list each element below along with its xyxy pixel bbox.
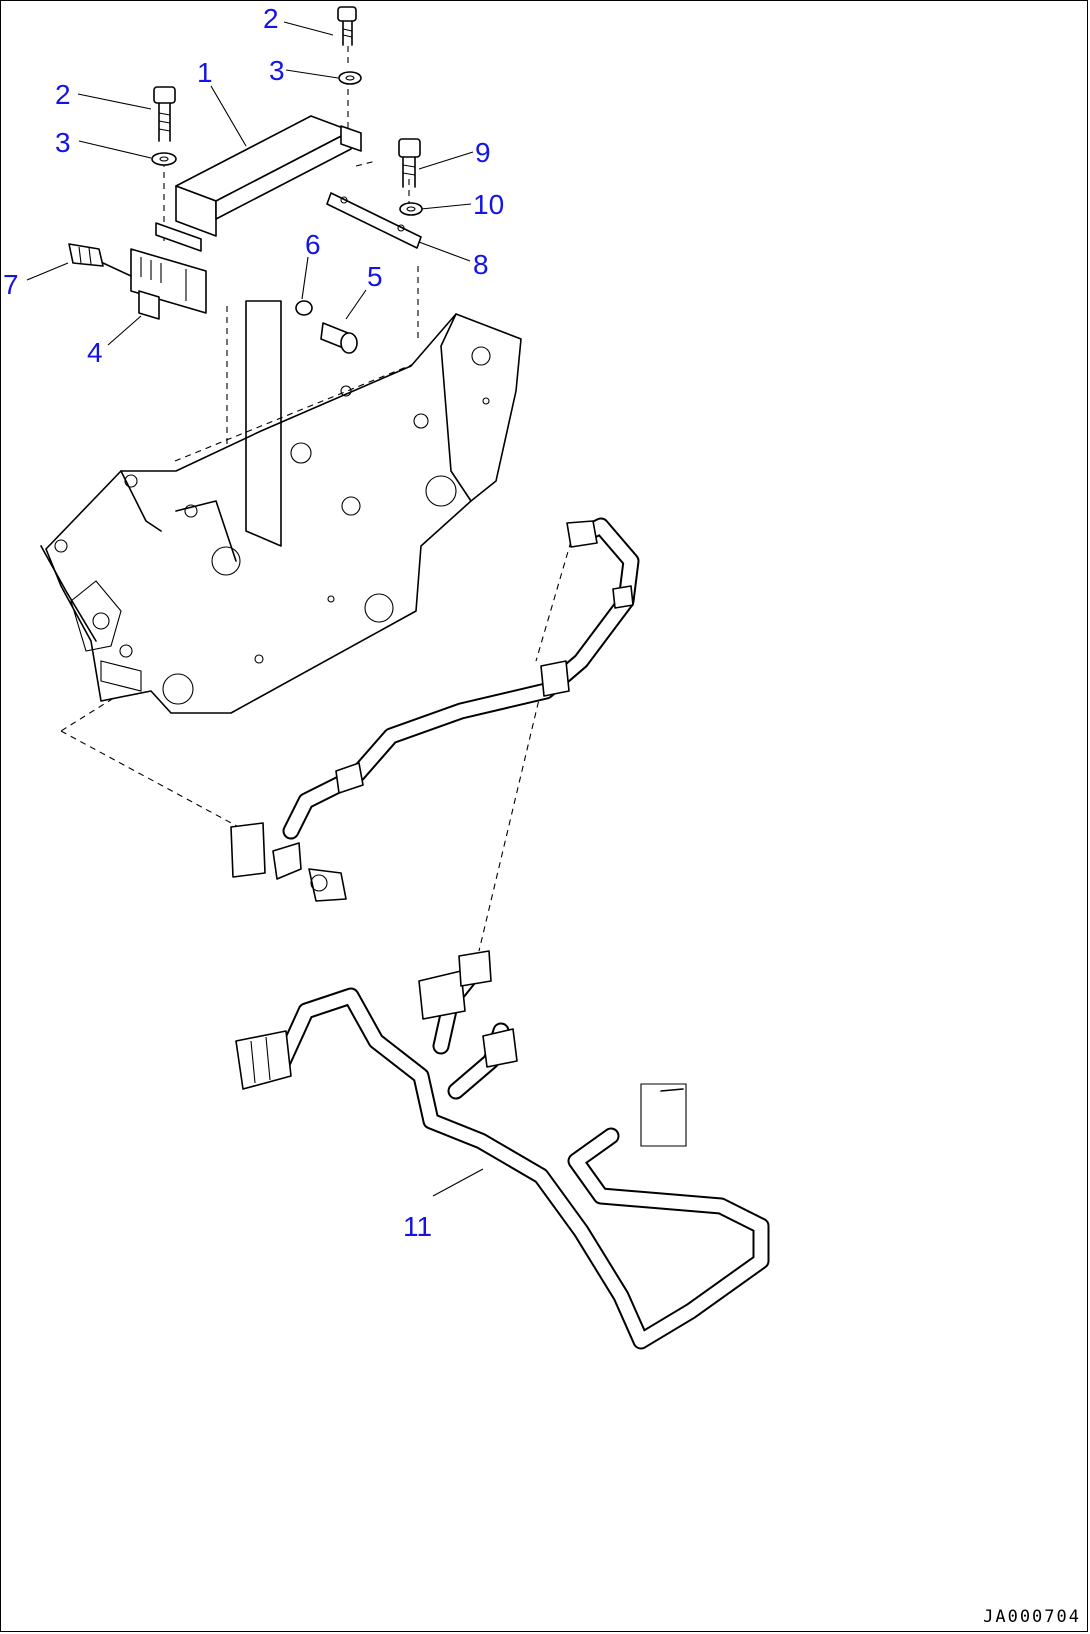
callout-4: 4 (87, 337, 103, 368)
callout-5: 5 (367, 261, 383, 292)
bolt-9 (398, 138, 421, 188)
bracket-8 (326, 192, 422, 249)
clamp-4 (130, 248, 207, 320)
washer-6 (295, 300, 313, 316)
harness-11 (235, 950, 770, 1350)
bolt-2-upper (337, 6, 357, 46)
leader-lines (26, 21, 484, 1197)
callout-8: 8 (473, 249, 489, 280)
callout-3-left: 3 (55, 127, 71, 158)
callout-9: 9 (475, 137, 491, 168)
callout-10: 10 (473, 189, 505, 220)
main-frame-plate (40, 300, 522, 714)
callout-7: 7 (3, 269, 19, 300)
drawing-code: JA000704 (983, 1607, 1081, 1627)
bolt-2-left (153, 86, 176, 142)
harness-upper (230, 517, 640, 902)
callout-2-left: 2 (55, 79, 71, 110)
callout-6: 6 (305, 229, 321, 260)
washer-10 (399, 202, 423, 216)
washer-3-upper (338, 71, 362, 85)
connector-7 (68, 243, 132, 277)
callout-11: 11 (403, 1211, 433, 1242)
callout-1: 1 (197, 57, 213, 88)
callout-2-upper: 2 (263, 3, 279, 34)
washer-3-left (151, 152, 177, 166)
callout-3-upper: 3 (269, 55, 285, 86)
bracket-1 (155, 115, 362, 252)
bolt-5 (320, 322, 358, 354)
